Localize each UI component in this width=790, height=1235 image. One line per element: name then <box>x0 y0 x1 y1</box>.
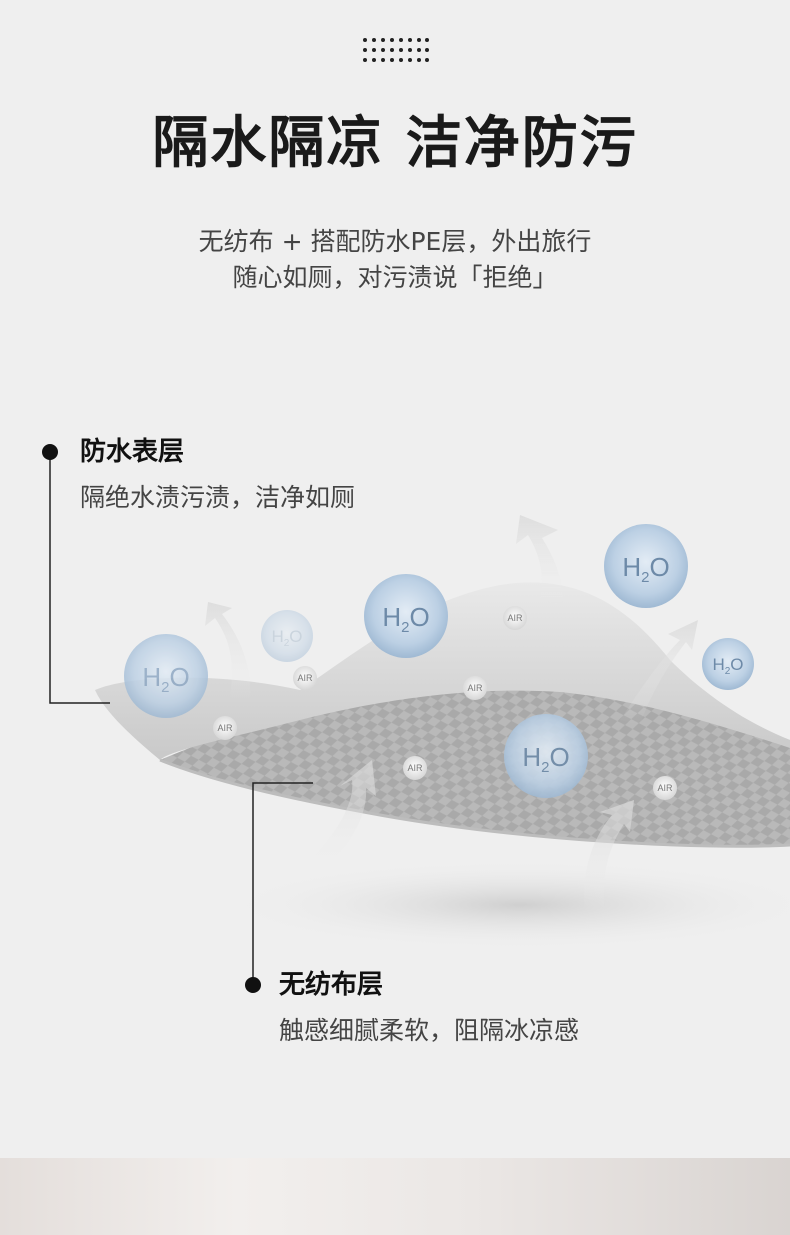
svg-text:H2O: H2O <box>142 662 189 696</box>
air-bubble-icon: AIR <box>213 716 237 740</box>
air-bubble-icon: AIR <box>503 606 527 630</box>
bullet-dot-icon <box>42 444 58 460</box>
water-bubbles: H2O H2O H2O H2O H2O H2O <box>124 524 754 798</box>
svg-text:AIR: AIR <box>657 783 673 793</box>
subtitle-line-1: 无纺布 + 搭配防水PE层，外出旅行 <box>198 227 592 256</box>
svg-text:AIR: AIR <box>467 683 483 693</box>
air-bubble-icon: AIR <box>403 756 427 780</box>
svg-text:AIR: AIR <box>297 673 313 683</box>
air-bubble-icon: AIR <box>653 776 677 800</box>
svg-text:H2O: H2O <box>712 655 743 677</box>
callout-lines <box>49 452 313 985</box>
bullet-dot-icon <box>245 977 261 993</box>
ground-shadow <box>220 860 790 950</box>
water-bubble-icon: H2O <box>702 638 754 690</box>
water-bubble-icon: H2O <box>504 714 588 798</box>
subtitle-line-2: 随心如厕，对污渍说「拒绝」 <box>232 263 558 292</box>
water-bubble-icon: H2O <box>124 634 208 718</box>
svg-text:AIR: AIR <box>217 723 233 733</box>
svg-text:H2O: H2O <box>382 602 429 636</box>
next-section-photo-strip <box>0 1158 790 1235</box>
nonwoven-layer-label: 无纺布层 触感细腻柔软，阻隔冰凉感 <box>245 967 579 1049</box>
page-subtitle: 无纺布 + 搭配防水PE层，外出旅行 随心如厕，对污渍说「拒绝」 <box>0 224 790 296</box>
air-bubble-icon: AIR <box>293 666 317 690</box>
air-bubble-icon: AIR <box>463 676 487 700</box>
waterproof-layer-label: 防水表层 隔绝水渍污渍，洁净如厕 <box>42 434 355 516</box>
svg-text:AIR: AIR <box>507 613 523 623</box>
nonwoven-layer-title: 无纺布层 <box>279 970 384 1000</box>
waterproof-layer-title: 防水表层 <box>80 437 185 467</box>
svg-text:H2O: H2O <box>522 742 569 776</box>
waterproof-layer-desc: 隔绝水渍污渍，洁净如厕 <box>80 483 356 512</box>
water-bubble-icon: H2O <box>604 524 688 608</box>
air-bubbles: AIR AIR AIR AIR AIR AIR <box>213 606 677 800</box>
nonwoven-layer-desc: 触感细腻柔软，阻隔冰凉感 <box>279 1016 580 1045</box>
svg-text:AIR: AIR <box>407 763 423 773</box>
water-bubble-icon: H2O <box>364 574 448 658</box>
svg-text:H2O: H2O <box>622 552 669 586</box>
waterproof-layer <box>95 582 790 760</box>
air-flow-arrows <box>205 515 698 912</box>
dot-grid-icon <box>363 38 429 62</box>
water-bubble-icon: H2O <box>261 610 313 662</box>
svg-text:H2O: H2O <box>271 627 302 649</box>
page-title: 隔水隔凉 洁净防污 <box>152 111 638 176</box>
